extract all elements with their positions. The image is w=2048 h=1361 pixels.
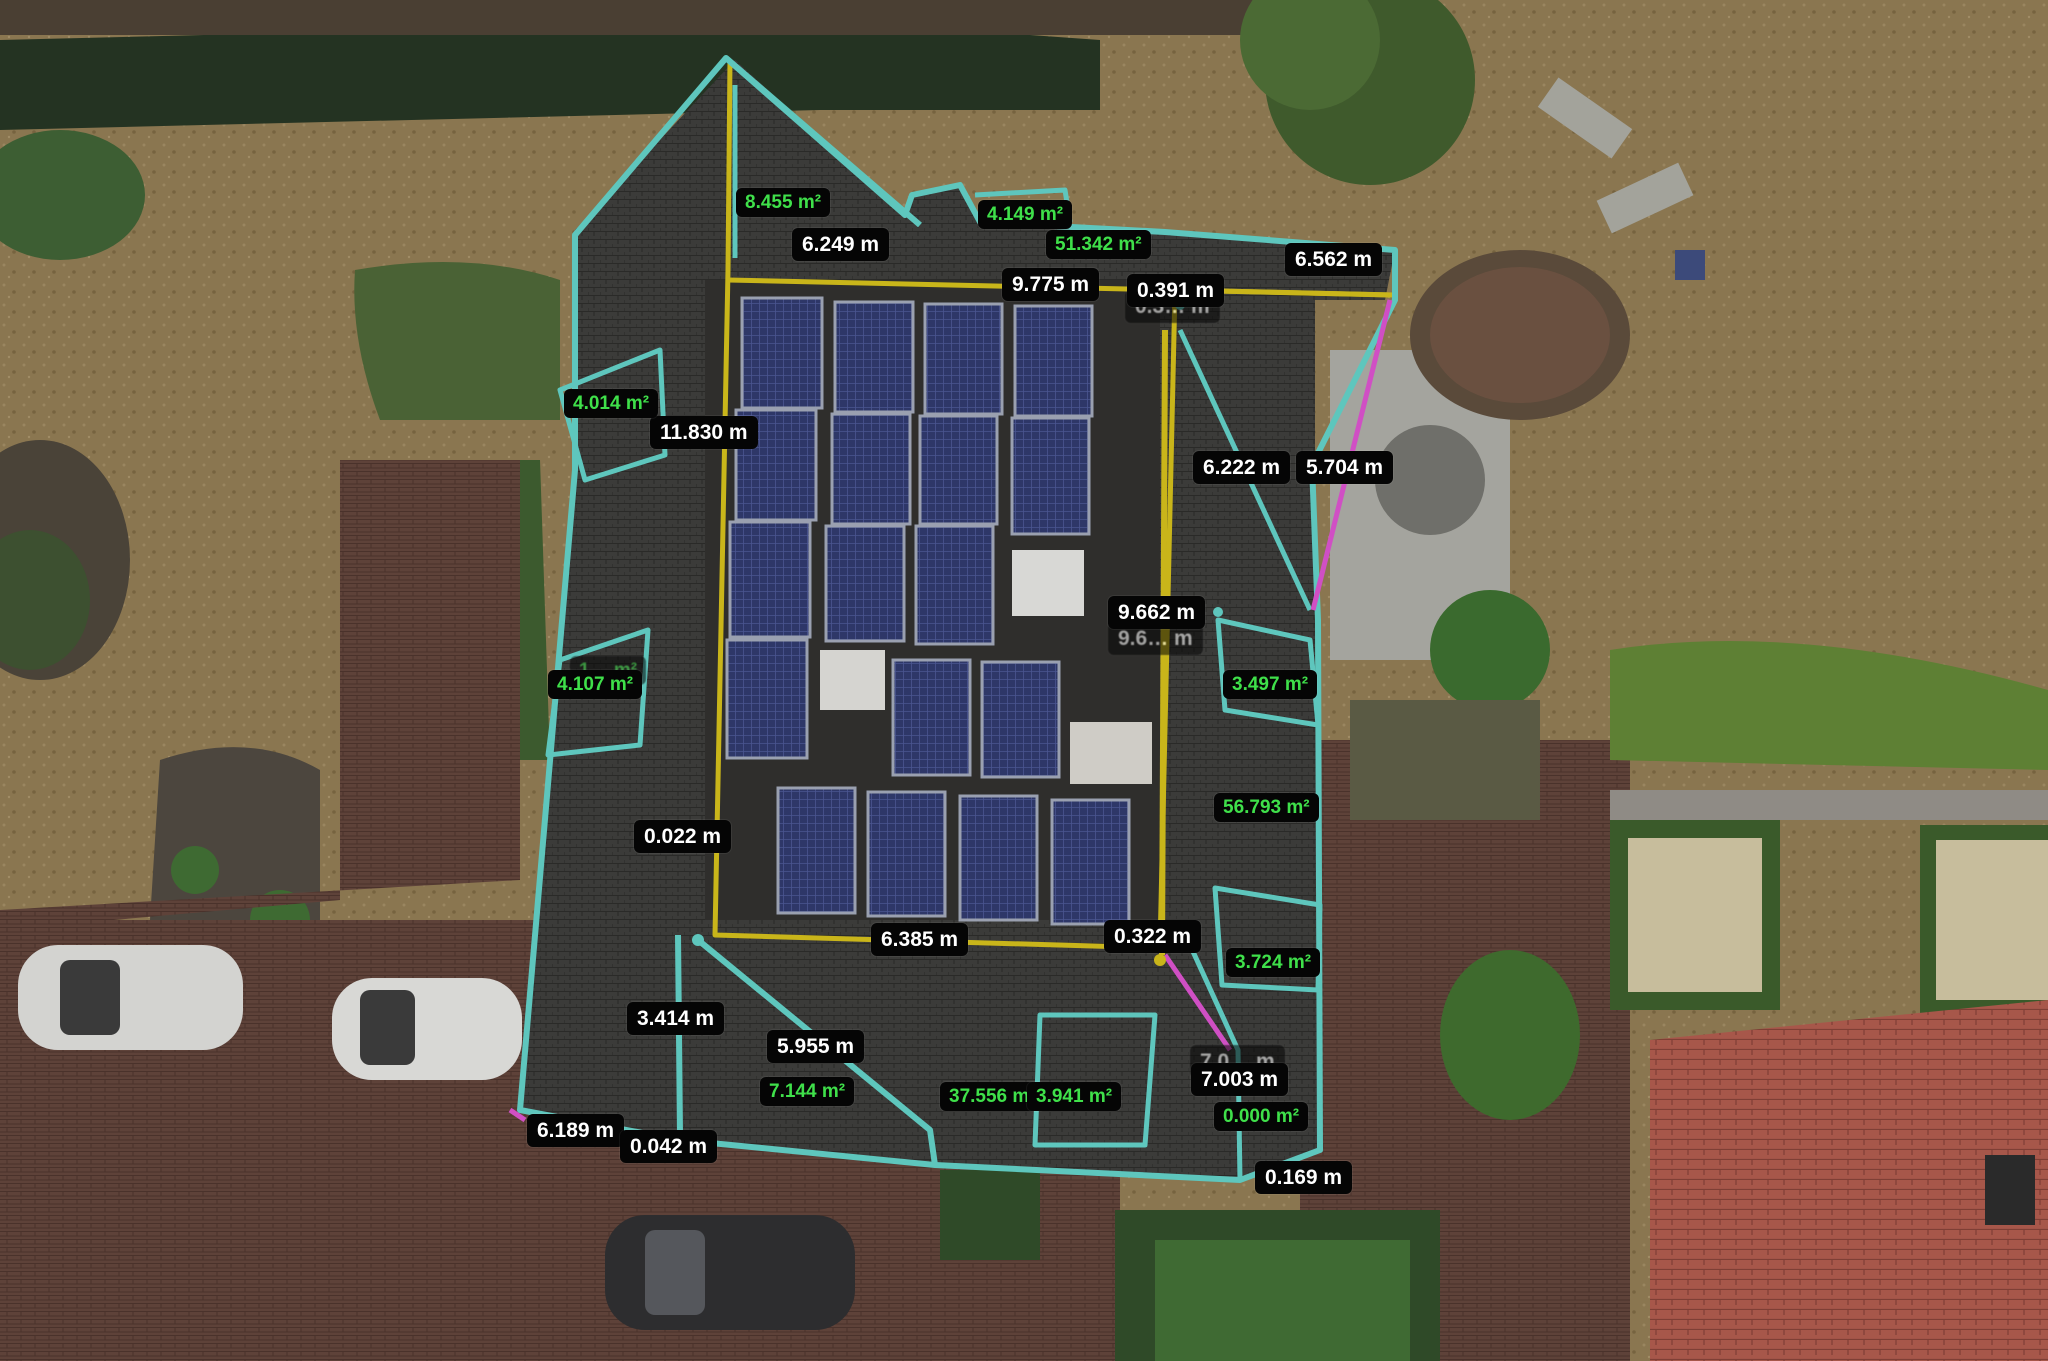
length-label[interactable]: 0.322 m bbox=[1104, 920, 1202, 953]
area-label[interactable]: 4.107 m² bbox=[548, 670, 643, 699]
length-label[interactable]: 6.385 m bbox=[871, 923, 969, 956]
length-label[interactable]: 0.022 m bbox=[634, 820, 732, 853]
length-label[interactable]: 0.169 m bbox=[1255, 1161, 1353, 1194]
length-label[interactable]: 5.704 m bbox=[1296, 451, 1394, 484]
length-label[interactable]: 0.042 m bbox=[620, 1130, 718, 1163]
area-label[interactable]: 8.455 m² bbox=[736, 188, 831, 217]
length-label[interactable]: 5.955 m bbox=[767, 1030, 865, 1063]
area-label[interactable]: 4.149 m² bbox=[978, 200, 1073, 229]
length-label[interactable]: 11.830 m bbox=[650, 416, 758, 449]
length-label[interactable]: 6.222 m bbox=[1193, 451, 1291, 484]
area-label[interactable]: 0.000 m² bbox=[1214, 1102, 1309, 1131]
area-label[interactable]: 3.724 m² bbox=[1226, 948, 1321, 977]
length-label[interactable]: 7.003 m bbox=[1191, 1063, 1289, 1096]
length-label[interactable]: 9.775 m bbox=[1002, 268, 1100, 301]
length-label[interactable]: 6.189 m bbox=[527, 1114, 625, 1147]
solar-panels bbox=[725, 296, 1131, 926]
length-label[interactable]: 3.414 m bbox=[627, 1002, 725, 1035]
length-label[interactable]: 9.662 m bbox=[1108, 596, 1206, 629]
area-label[interactable]: 3.941 m² bbox=[1027, 1082, 1122, 1111]
area-label[interactable]: 7.144 m² bbox=[760, 1077, 855, 1106]
length-label[interactable]: 6.249 m bbox=[792, 228, 890, 261]
area-label[interactable]: 3.497 m² bbox=[1223, 670, 1318, 699]
length-label-occluded: 9.6… m bbox=[1108, 622, 1203, 655]
area-label[interactable]: 56.793 m² bbox=[1214, 793, 1319, 822]
length-label[interactable]: 6.562 m bbox=[1285, 243, 1383, 276]
area-label[interactable]: 51.342 m² bbox=[1046, 230, 1151, 259]
area-label[interactable]: 4.014 m² bbox=[564, 389, 659, 418]
length-label[interactable]: 0.391 m bbox=[1127, 274, 1225, 307]
